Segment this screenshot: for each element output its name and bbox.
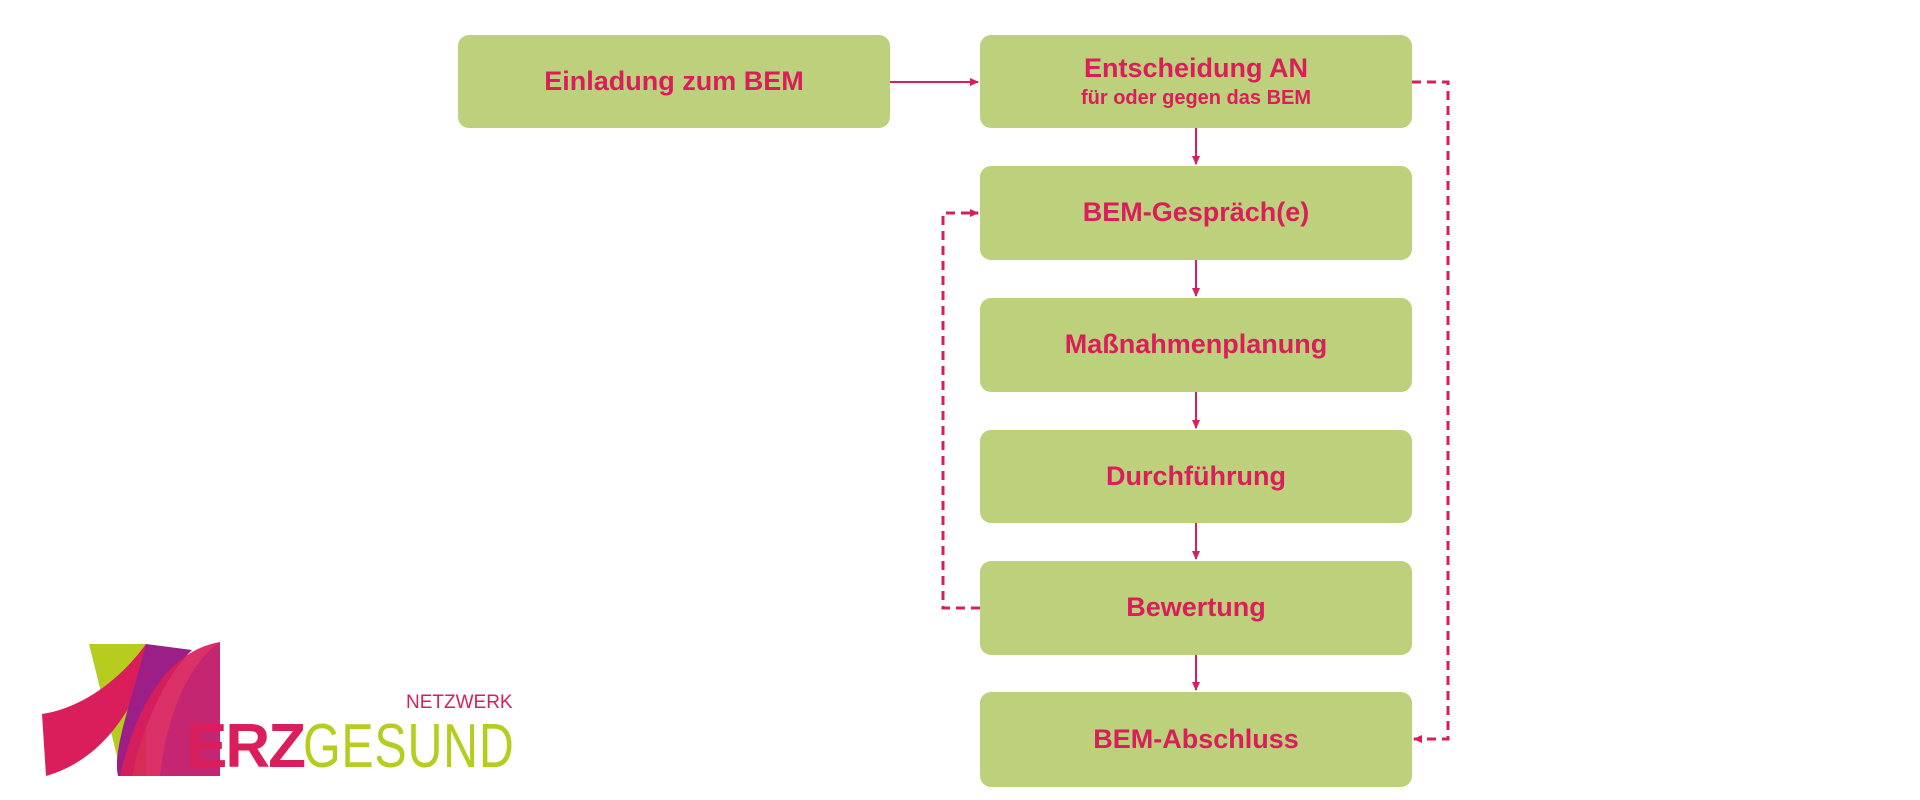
node-label: Maßnahmenplanung [1064, 329, 1328, 360]
node-bem-abschluss: BEM-Abschluss [980, 692, 1412, 787]
dashed-loop-bewertung-to-gespraech [941, 209, 980, 610]
herzgesund-logo-mark [42, 642, 220, 776]
dashed-skip-entscheidung-to-abschluss [1412, 80, 1450, 743]
node-label: Durchführung [1106, 460, 1286, 491]
logo-gradient-overlay [160, 642, 220, 776]
logo-netzwerk-text: NETZWERK [406, 692, 513, 713]
node-durchfuehrung: Durchführung [980, 430, 1412, 523]
node-massnahmenplanung: Maßnahmenplanung [980, 298, 1412, 392]
logo-erz-text: ERZ [186, 712, 306, 781]
node-label: BEM-Abschluss [1093, 723, 1299, 754]
node-label: Entscheidung AN [1083, 52, 1308, 83]
node-label: Bewertung [1126, 592, 1266, 623]
logo-magenta-swoosh-left [42, 644, 146, 776]
node-einladung-zum-bem: Einladung zum BEM [458, 35, 890, 128]
node-entscheidung-an: Entscheidung AN für oder gegen das BEM [980, 35, 1412, 128]
node-sublabel: für oder gegen das BEM [1080, 87, 1312, 110]
logo-gesund-text: GESUND [303, 712, 515, 781]
node-bewertung: Bewertung [980, 561, 1412, 655]
node-label: Einladung zum BEM [544, 65, 804, 96]
node-label: BEM-Gespräch(e) [1082, 197, 1310, 228]
node-bem-gespraech: BEM-Gespräch(e) [980, 166, 1412, 260]
